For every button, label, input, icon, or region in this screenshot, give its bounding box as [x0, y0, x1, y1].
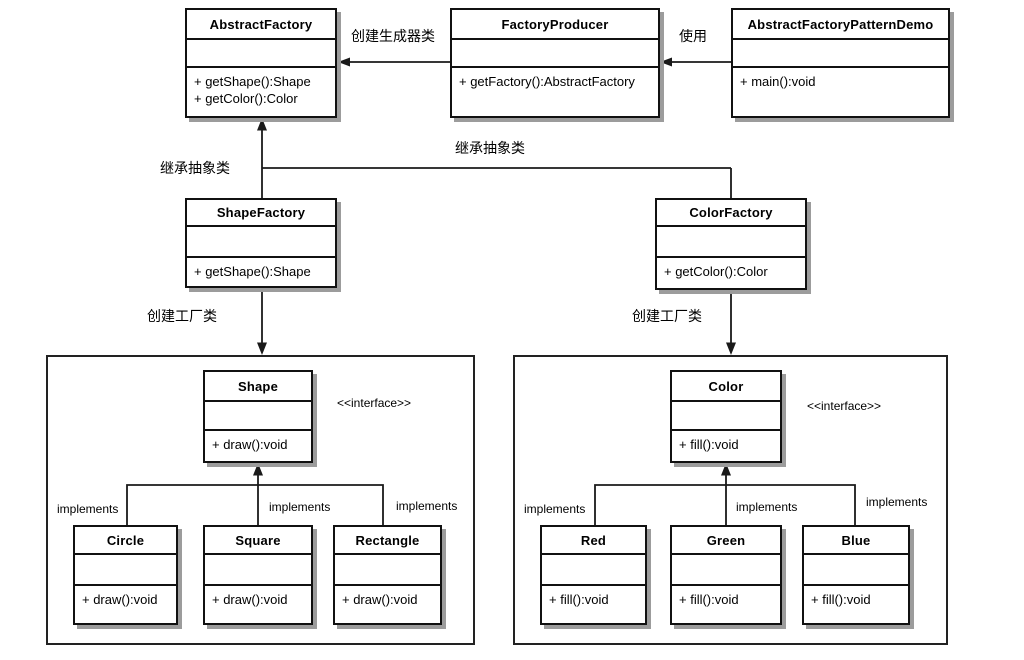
class-box-color-factory: ColorFactory + getColor():Color [655, 198, 807, 290]
edge-label-create-producer: 创建生成器类 [351, 28, 435, 44]
class-title: AbstractFactoryPatternDemo [733, 10, 948, 40]
class-box-abstract-factory: AbstractFactory + getShape():Shape + get… [185, 8, 337, 118]
class-methods-section: + fill():void [672, 586, 780, 623]
class-attributes-section [804, 555, 908, 586]
edge-label-implements-circle: implements [57, 502, 119, 516]
class-box-square: Square + draw():void [203, 525, 313, 625]
class-method: + draw():void [342, 592, 418, 607]
class-methods-section: + fill():void [804, 586, 908, 623]
class-method: + fill():void [679, 437, 739, 452]
class-title: ColorFactory [657, 200, 805, 227]
class-methods-section: + draw():void [75, 586, 176, 623]
edge-label-implements-green: implements [736, 500, 798, 514]
class-box-green: Green + fill():void [670, 525, 782, 625]
class-methods-section: + fill():void [672, 431, 780, 461]
class-method: + fill():void [549, 592, 609, 607]
class-method: + getFactory():AbstractFactory [459, 74, 635, 89]
class-method: + draw():void [212, 592, 288, 607]
class-attributes-section [75, 555, 176, 586]
class-methods-section: + getFactory():AbstractFactory [452, 68, 658, 116]
class-method: + getShape():Shape [194, 264, 311, 279]
class-attributes-section [657, 227, 805, 258]
class-title: Blue [804, 527, 908, 555]
class-attributes-section [205, 555, 311, 586]
edge-label-implements-red: implements [524, 502, 586, 516]
edge-label-use: 使用 [679, 28, 707, 44]
edge-label-inherit-abstract-left: 继承抽象类 [160, 160, 230, 176]
edge-label-inherit-abstract-right: 继承抽象类 [455, 140, 525, 156]
class-box-shape-factory: ShapeFactory + getShape():Shape [185, 198, 337, 288]
class-methods-section: + getShape():Shape [187, 258, 335, 286]
class-title: FactoryProducer [452, 10, 658, 40]
class-box-color: Color + fill():void [670, 370, 782, 463]
stereotype-label-shape-interface: <<interface>> [337, 396, 412, 410]
class-methods-section: + draw():void [205, 431, 311, 461]
class-attributes-section [542, 555, 645, 586]
class-methods-section: + main():void [733, 68, 948, 116]
class-box-rectangle: Rectangle + draw():void [333, 525, 442, 625]
class-attributes-section [205, 402, 311, 431]
edge-label-implements-square: implements [269, 500, 331, 514]
arrow-producer-to-abstractfactory [338, 57, 450, 67]
class-title: Square [205, 527, 311, 555]
class-methods-section: + draw():void [205, 586, 311, 623]
class-method: + draw():void [82, 592, 158, 607]
edge-label-create-factory-right: 创建工厂类 [632, 308, 702, 324]
arrow-colorfactory-to-color-package [726, 290, 736, 355]
class-method: + getColor():Color [664, 264, 768, 279]
class-attributes-section [335, 555, 440, 586]
class-box-circle: Circle + draw():void [73, 525, 178, 625]
class-attributes-section [672, 402, 780, 431]
class-title: Rectangle [335, 527, 440, 555]
class-box-red: Red + fill():void [540, 525, 647, 625]
class-method: + main():void [740, 74, 816, 89]
class-box-shape: Shape + draw():void [203, 370, 313, 463]
arrow-factories-to-abstractfactory [257, 118, 732, 198]
class-method: + draw():void [212, 437, 288, 452]
class-methods-section: + getShape():Shape + getColor():Color [187, 68, 335, 116]
edge-label-implements-rectangle: implements [396, 499, 458, 513]
stereotype-label-color-interface: <<interface>> [807, 399, 882, 413]
edge-label-implements-blue: implements [866, 495, 928, 509]
class-title: Red [542, 527, 645, 555]
class-box-demo: AbstractFactoryPatternDemo + main():void [731, 8, 950, 118]
class-box-blue: Blue + fill():void [802, 525, 910, 625]
class-attributes-section [672, 555, 780, 586]
class-title: Green [672, 527, 780, 555]
arrow-shapefactory-to-shape-package [257, 288, 267, 355]
class-methods-section: + draw():void [335, 586, 440, 623]
class-attributes-section [733, 40, 948, 68]
class-title: Circle [75, 527, 176, 555]
class-method: + fill():void [679, 592, 739, 607]
color-package-container [513, 355, 948, 645]
class-attributes-section [187, 227, 335, 258]
class-attributes-section [452, 40, 658, 68]
class-title: ShapeFactory [187, 200, 335, 227]
class-method: + getShape():Shape [194, 74, 311, 89]
class-title: Shape [205, 372, 311, 402]
shape-package-container [46, 355, 475, 645]
arrow-demo-to-producer [660, 57, 731, 67]
class-title: Color [672, 372, 780, 402]
class-method: + getColor():Color [194, 91, 298, 106]
class-box-factory-producer: FactoryProducer + getFactory():AbstractF… [450, 8, 660, 118]
class-methods-section: + fill():void [542, 586, 645, 623]
class-methods-section: + getColor():Color [657, 258, 805, 288]
class-method: + fill():void [811, 592, 871, 607]
edge-label-create-factory-left: 创建工厂类 [147, 308, 217, 324]
class-attributes-section [187, 40, 335, 68]
class-title: AbstractFactory [187, 10, 335, 40]
